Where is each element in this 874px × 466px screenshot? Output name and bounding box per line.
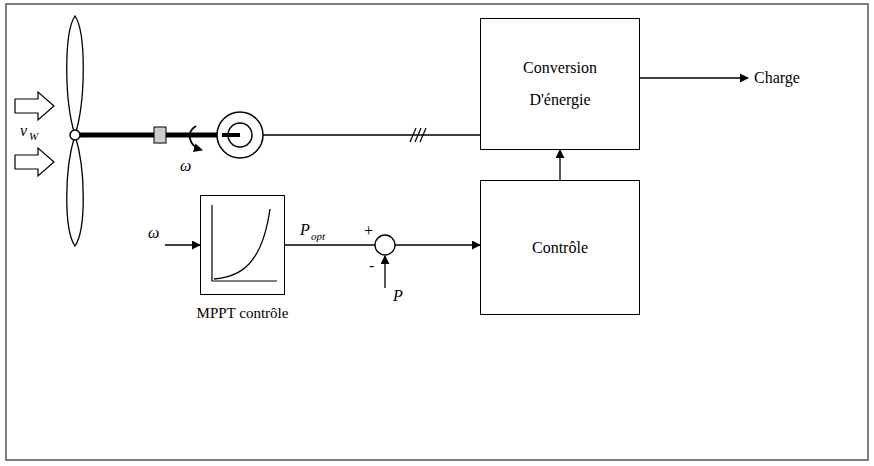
measured-power: P xyxy=(393,288,403,304)
feedback-arrow xyxy=(384,256,385,288)
turbine-blade xyxy=(67,16,84,135)
wind-speed: v xyxy=(20,123,27,139)
shaft xyxy=(75,133,222,138)
hub xyxy=(70,130,80,140)
minus-sign: - xyxy=(369,258,374,274)
phase-mark xyxy=(415,128,421,142)
control-box: Contrôle xyxy=(480,180,640,315)
wind-arrow xyxy=(15,148,54,176)
input-arrow xyxy=(165,244,200,245)
plus-sign: + xyxy=(364,223,373,239)
mppt-curve xyxy=(200,195,285,295)
phase-mark xyxy=(410,128,416,142)
node-text: Contrôle xyxy=(532,238,588,257)
coupling xyxy=(154,127,166,143)
load-label: Charge xyxy=(754,70,800,86)
rotor-speed: ω xyxy=(180,158,191,174)
node-text: Conversion D'énergie xyxy=(515,52,605,116)
phase-mark xyxy=(420,128,426,142)
wind-speed-subscript: W xyxy=(29,131,38,142)
optimal-power-subscript: opt xyxy=(311,231,325,242)
wind-arrow xyxy=(15,92,54,120)
power-line xyxy=(263,134,480,135)
frame xyxy=(6,4,868,460)
generator xyxy=(217,112,263,158)
turbine-blade xyxy=(67,135,84,246)
output-arrow xyxy=(640,77,748,78)
rotation-arrow xyxy=(190,126,202,150)
power-curve xyxy=(214,209,270,279)
signal-connector xyxy=(559,150,560,180)
generator-shaft xyxy=(222,133,240,137)
summing-junction xyxy=(375,235,395,255)
speed-input: ω xyxy=(148,225,159,241)
curve-axes xyxy=(212,205,277,281)
mppt-box: MPPT contrôle xyxy=(200,195,285,295)
optimal-power: P xyxy=(300,222,310,238)
conversion-box: Conversion D'énergie xyxy=(480,18,640,150)
node-text: MPPT contrôle xyxy=(197,304,289,322)
